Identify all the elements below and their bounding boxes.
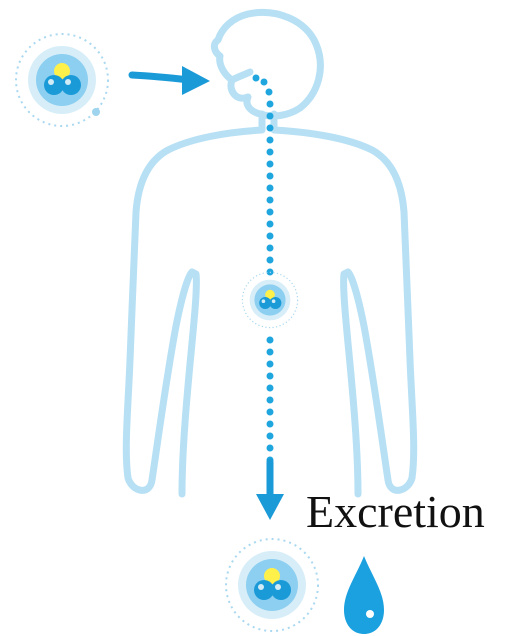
excretion-label: Excretion <box>306 484 518 540</box>
molecule-icon <box>226 539 318 631</box>
small-bubble <box>92 108 100 116</box>
molecule-icon <box>242 272 297 327</box>
arrow-right-icon <box>132 66 210 95</box>
arrow-down-icon <box>256 462 284 520</box>
droplet-icon <box>344 556 384 634</box>
